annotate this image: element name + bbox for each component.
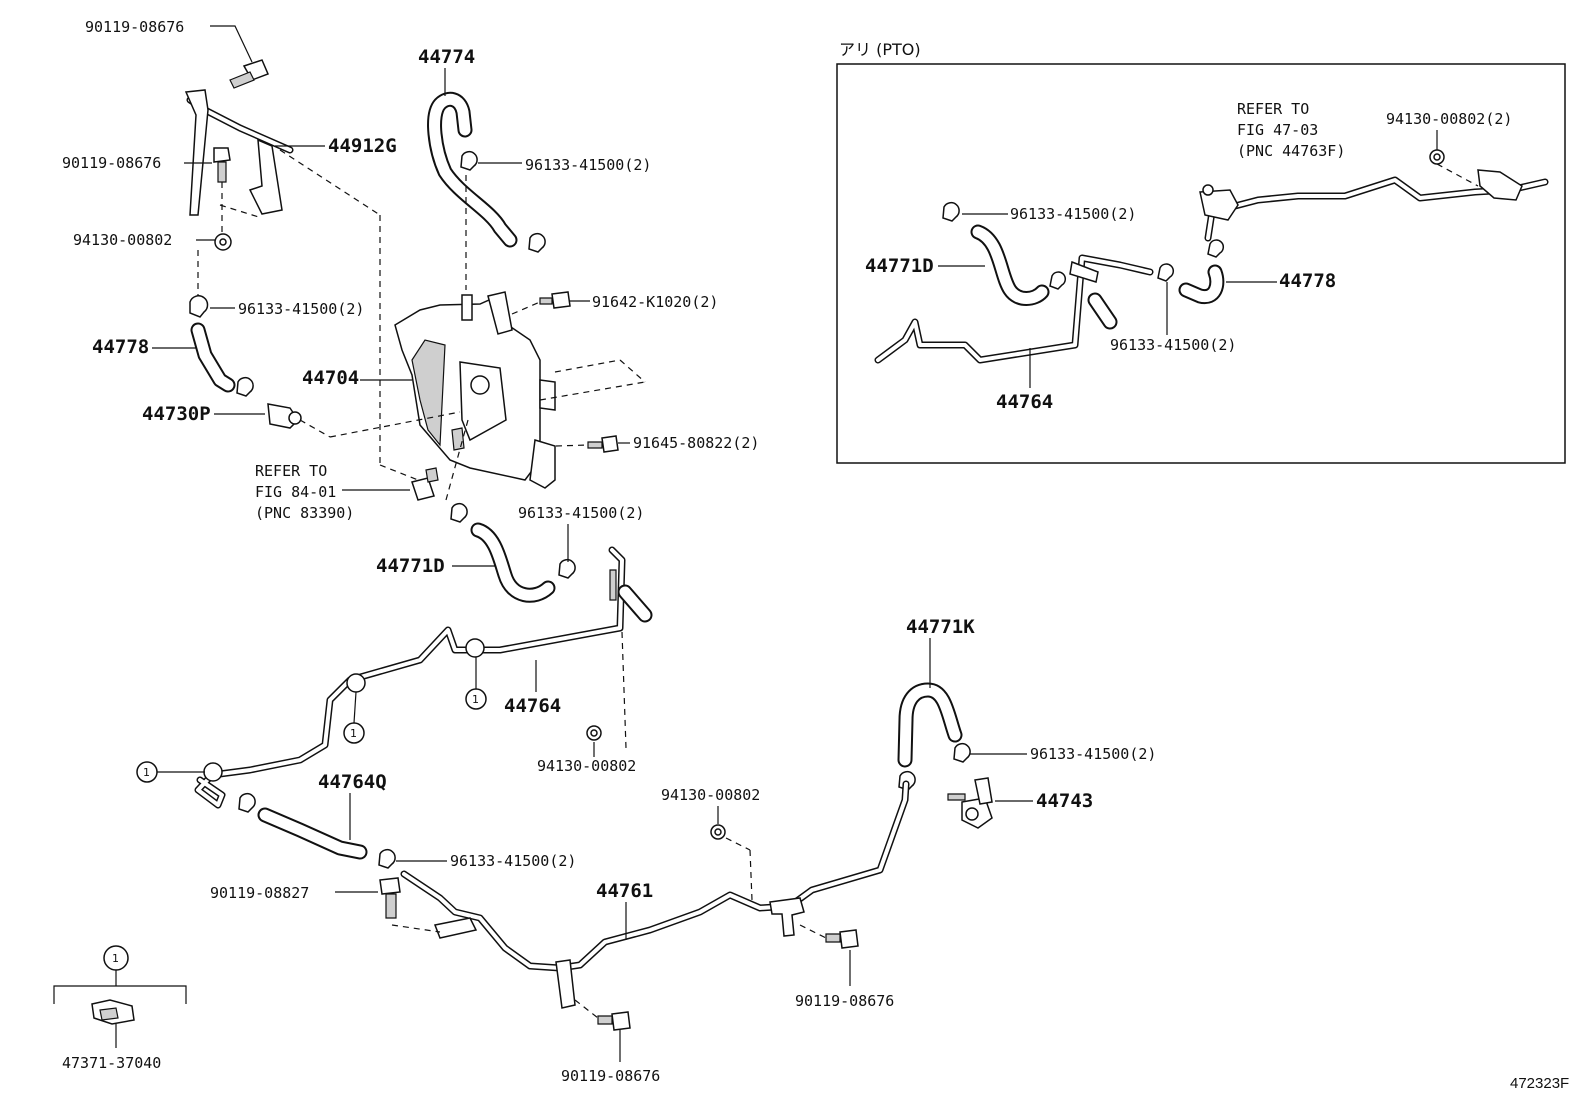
inset-title: アリ (PTO) <box>839 40 921 59</box>
fitting-44743 <box>947 777 993 829</box>
inset-label-hose-d: 44771D <box>865 255 934 277</box>
inset-refer-line2: FIG 47-03 <box>1237 121 1318 139</box>
label-hose-top: 44774 <box>418 46 475 68</box>
inset-pipe-44763f <box>1199 169 1549 242</box>
svg-text:1: 1 <box>143 766 150 779</box>
label-bolt-top: 90119-08676 <box>85 18 184 36</box>
label-pipe-61: 44761 <box>596 880 653 902</box>
label-pipe-64: 44764 <box>504 695 561 717</box>
label-bolt-reservoir-side: 91645-80822(2) <box>633 434 759 452</box>
union-44730p <box>267 403 302 429</box>
inset-label-nut: 94130-00802(2) <box>1386 110 1512 128</box>
label-fitting: 44743 <box>1036 790 1093 812</box>
label-hose-q: 44764Q <box>318 771 387 793</box>
label-hose-78: 44778 <box>92 336 149 358</box>
nut-mid <box>586 725 602 741</box>
inset-label-clamp-top: 96133-41500(2) <box>1010 205 1136 223</box>
bolt-top <box>229 59 269 89</box>
nut-left <box>214 233 232 251</box>
callout-1-c: 1 <box>465 657 487 710</box>
inset-refer-line3: (PNC 44763F) <box>1237 142 1345 160</box>
hose-44764q <box>238 792 368 860</box>
callout-1-b: 1 <box>343 691 365 744</box>
figure-code: 472323F <box>1510 1075 1569 1092</box>
nut-lower <box>710 824 726 840</box>
refer-note-line2: FIG 84-01 <box>255 483 336 501</box>
inset-clamp-top <box>942 201 960 222</box>
clamp-mid <box>450 502 576 579</box>
main-diagram: 90119-08676 44912G 90119-08676 94130-008… <box>53 18 1569 1092</box>
bracket-44912g <box>184 89 294 216</box>
label-clamp-left: 96133-41500(2) <box>238 300 364 318</box>
svg-text:1: 1 <box>350 727 357 740</box>
label-bolt-reservoir-top: 91642-K1020(2) <box>592 293 718 311</box>
clamp-right <box>953 742 971 763</box>
bolt-bottom <box>597 1011 631 1031</box>
label-clip: 47371-37040 <box>62 1054 161 1072</box>
inset-label-pipe: 44764 <box>996 391 1053 413</box>
label-clamp-hose-top: 96133-41500(2) <box>525 156 651 174</box>
clamp-left <box>189 295 209 318</box>
label-union: 44730P <box>142 403 211 425</box>
label-bolt-left: 90119-08676 <box>62 154 161 172</box>
label-clamp-mid: 96133-41500(2) <box>518 504 644 522</box>
label-hose-k: 44771K <box>906 616 975 638</box>
hose-44778 <box>190 322 254 397</box>
inset-hose-44771d <box>970 224 1067 306</box>
pipe-44761 <box>400 780 910 1009</box>
label-bracket: 44912G <box>328 135 397 157</box>
callout-1-a: 1 <box>136 761 205 783</box>
svg-text:1: 1 <box>112 952 119 965</box>
label-bolt-lower-left: 90119-08827 <box>210 884 309 902</box>
hose-44774 <box>427 91 546 253</box>
svg-text:1: 1 <box>472 693 479 706</box>
pipe-44764 <box>194 546 653 809</box>
inset-nut <box>1429 149 1479 187</box>
clamp-lower <box>378 848 396 869</box>
label-nut-lower: 94130-00802 <box>661 786 760 804</box>
refer-note-line3: (PNC 83390) <box>255 504 354 522</box>
inset-frame <box>836 63 1566 464</box>
label-clamp-right: 96133-41500(2) <box>1030 745 1156 763</box>
bolt-reservoir-side <box>587 435 619 453</box>
inset-pto: アリ (PTO) REFER TO FIG 47-03 (PNC 44763F)… <box>836 40 1566 464</box>
clip-legend: 1 <box>53 945 187 1048</box>
inset-pipe-44764 <box>874 254 1154 364</box>
bolt-reservoir-top <box>539 291 571 309</box>
refer-note-line1: REFER TO <box>255 462 327 480</box>
label-bolt-lower-right: 90119-08676 <box>795 992 894 1010</box>
hose-44771d <box>470 522 556 603</box>
bolt-lower-right <box>825 929 859 949</box>
label-nut-mid: 94130-00802 <box>537 757 636 775</box>
bolt-left <box>213 147 231 183</box>
fitting-83390 <box>411 467 439 501</box>
hose-44771k <box>897 682 963 791</box>
label-reservoir: 44704 <box>302 367 359 389</box>
inset-hose-44778 <box>1178 264 1225 305</box>
inset-refer-line1: REFER TO <box>1237 100 1309 118</box>
label-clamp-lower: 96133-41500(2) <box>450 852 576 870</box>
inset-label-clamp-bottom: 96133-41500(2) <box>1110 336 1236 354</box>
bolt-lower-left <box>379 877 401 919</box>
inset-clamp-bottom <box>1157 239 1225 282</box>
reservoir-44704 <box>394 291 556 489</box>
label-nut-left: 94130-00802 <box>73 231 172 249</box>
label-bolt-bottom: 90119-08676 <box>561 1067 660 1085</box>
label-hose-d: 44771D <box>376 555 445 577</box>
inset-label-hose-78: 44778 <box>1279 270 1336 292</box>
